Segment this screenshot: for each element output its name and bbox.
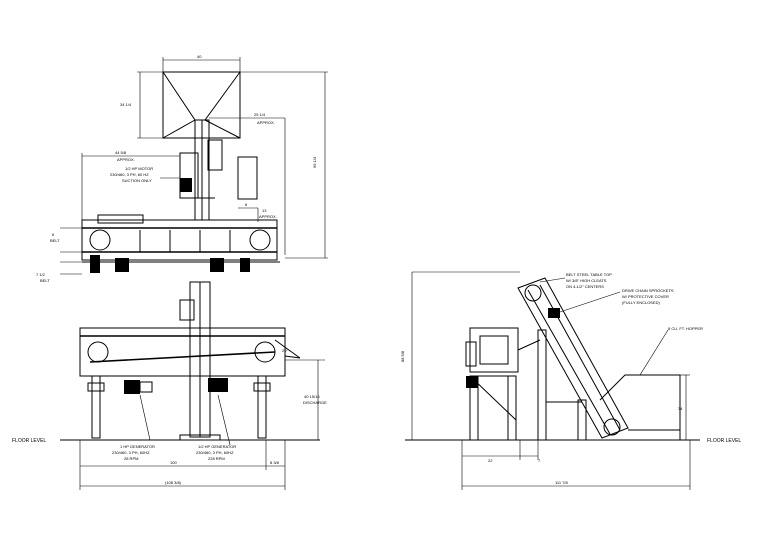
side-motor (465, 327, 541, 388)
lower-column (179, 281, 221, 441)
side-hopper-height-dim: 34 (678, 406, 683, 411)
angle-label: 20° (282, 348, 288, 353)
incline-conveyor (517, 277, 629, 439)
side-note1-line3: ON 4-1/2" CENTERS (566, 284, 604, 289)
dim-100: 100 (170, 460, 177, 465)
side-dim-111: 111 7/8 (555, 480, 569, 485)
side-hopper (599, 374, 681, 440)
gen2-line3: 228 RPM (208, 456, 225, 461)
gen1-line3: 28 RPM (124, 456, 138, 461)
dim-hopper-height: 34 1/4 (120, 102, 132, 107)
gen1-line2: 230/460, 3 PH, 60HZ (112, 450, 150, 455)
dim-belt-2: 7 1/2 (36, 272, 46, 277)
side-dim-7: 7 (538, 458, 541, 463)
dim-13: 13 (262, 208, 267, 213)
dim-108: (108 3/8) (165, 480, 182, 485)
lower-conveyor (79, 327, 301, 394)
front-view: 40 34 1/4 25 1/4 APPROX. 44 5/8 APPROX. … (36, 54, 328, 490)
side-frame (462, 329, 587, 441)
side-height-dim: 88 5/8 (400, 350, 405, 362)
dim-8: 8 3/8 (270, 460, 280, 465)
motor-note-line2: 230/460, 3 PH, 60 HZ (110, 172, 149, 177)
dim-hopper-width: 40 (197, 54, 202, 59)
dim-approx-44-note: APPROX. (117, 157, 135, 162)
legs-front (87, 375, 271, 439)
floor-level-label-left: FLOOR LEVEL (12, 438, 46, 444)
dim-discharge-note: DISCHARGE (303, 400, 327, 405)
dim-6: 6 (245, 202, 248, 207)
side-dim-22: 22 (488, 458, 493, 463)
dim-13-note: APPROX. (259, 214, 277, 219)
dim-approx-25-note: APPROX. (257, 120, 275, 125)
dim-approx-44: 44 5/8 (115, 150, 127, 155)
motor-note-line3: SUCTION ONLY (122, 178, 152, 183)
side-note1-line1: BELT STEEL TABLE TOP (566, 272, 612, 277)
side-hopper-note: 8 CU. FT. HOPPER (668, 326, 703, 331)
gen2-line2: 230/460, 3 PH, 60HZ (196, 450, 234, 455)
side-note2-line1: DRIVE CHAIN SPROCKETS (622, 288, 674, 293)
side-view: BELT STEEL TABLE TOP W/ 3/8" HIGH CLEATS… (400, 271, 703, 490)
side-note2-line2: W/ PROTECTIVE COVER (622, 294, 669, 299)
dim-total-height: 99 1/4 (312, 156, 317, 168)
motor-note-line1: 1/2 HP MOTOR (125, 166, 153, 171)
dim-belt-2-note: BELT (40, 278, 50, 283)
dim-belt-note: BELT (50, 238, 60, 243)
floor-level-label-right: FLOOR LEVEL (707, 438, 741, 444)
upper-conveyor (81, 214, 280, 273)
dim-discharge: 40 15/16 (304, 394, 320, 399)
side-note1-line2: W/ 3/8" HIGH CLEATS (566, 278, 607, 283)
dim-approx-25: 25 1/4 (254, 112, 266, 117)
side-note2-line3: (FULLY ENCLOSED) (622, 300, 661, 305)
dim-belt: 6 (52, 232, 55, 237)
gen1-line1: 1 HP GENERATOR (120, 444, 155, 449)
gen2-line1: 1/2 HP GENERATOR (198, 444, 236, 449)
